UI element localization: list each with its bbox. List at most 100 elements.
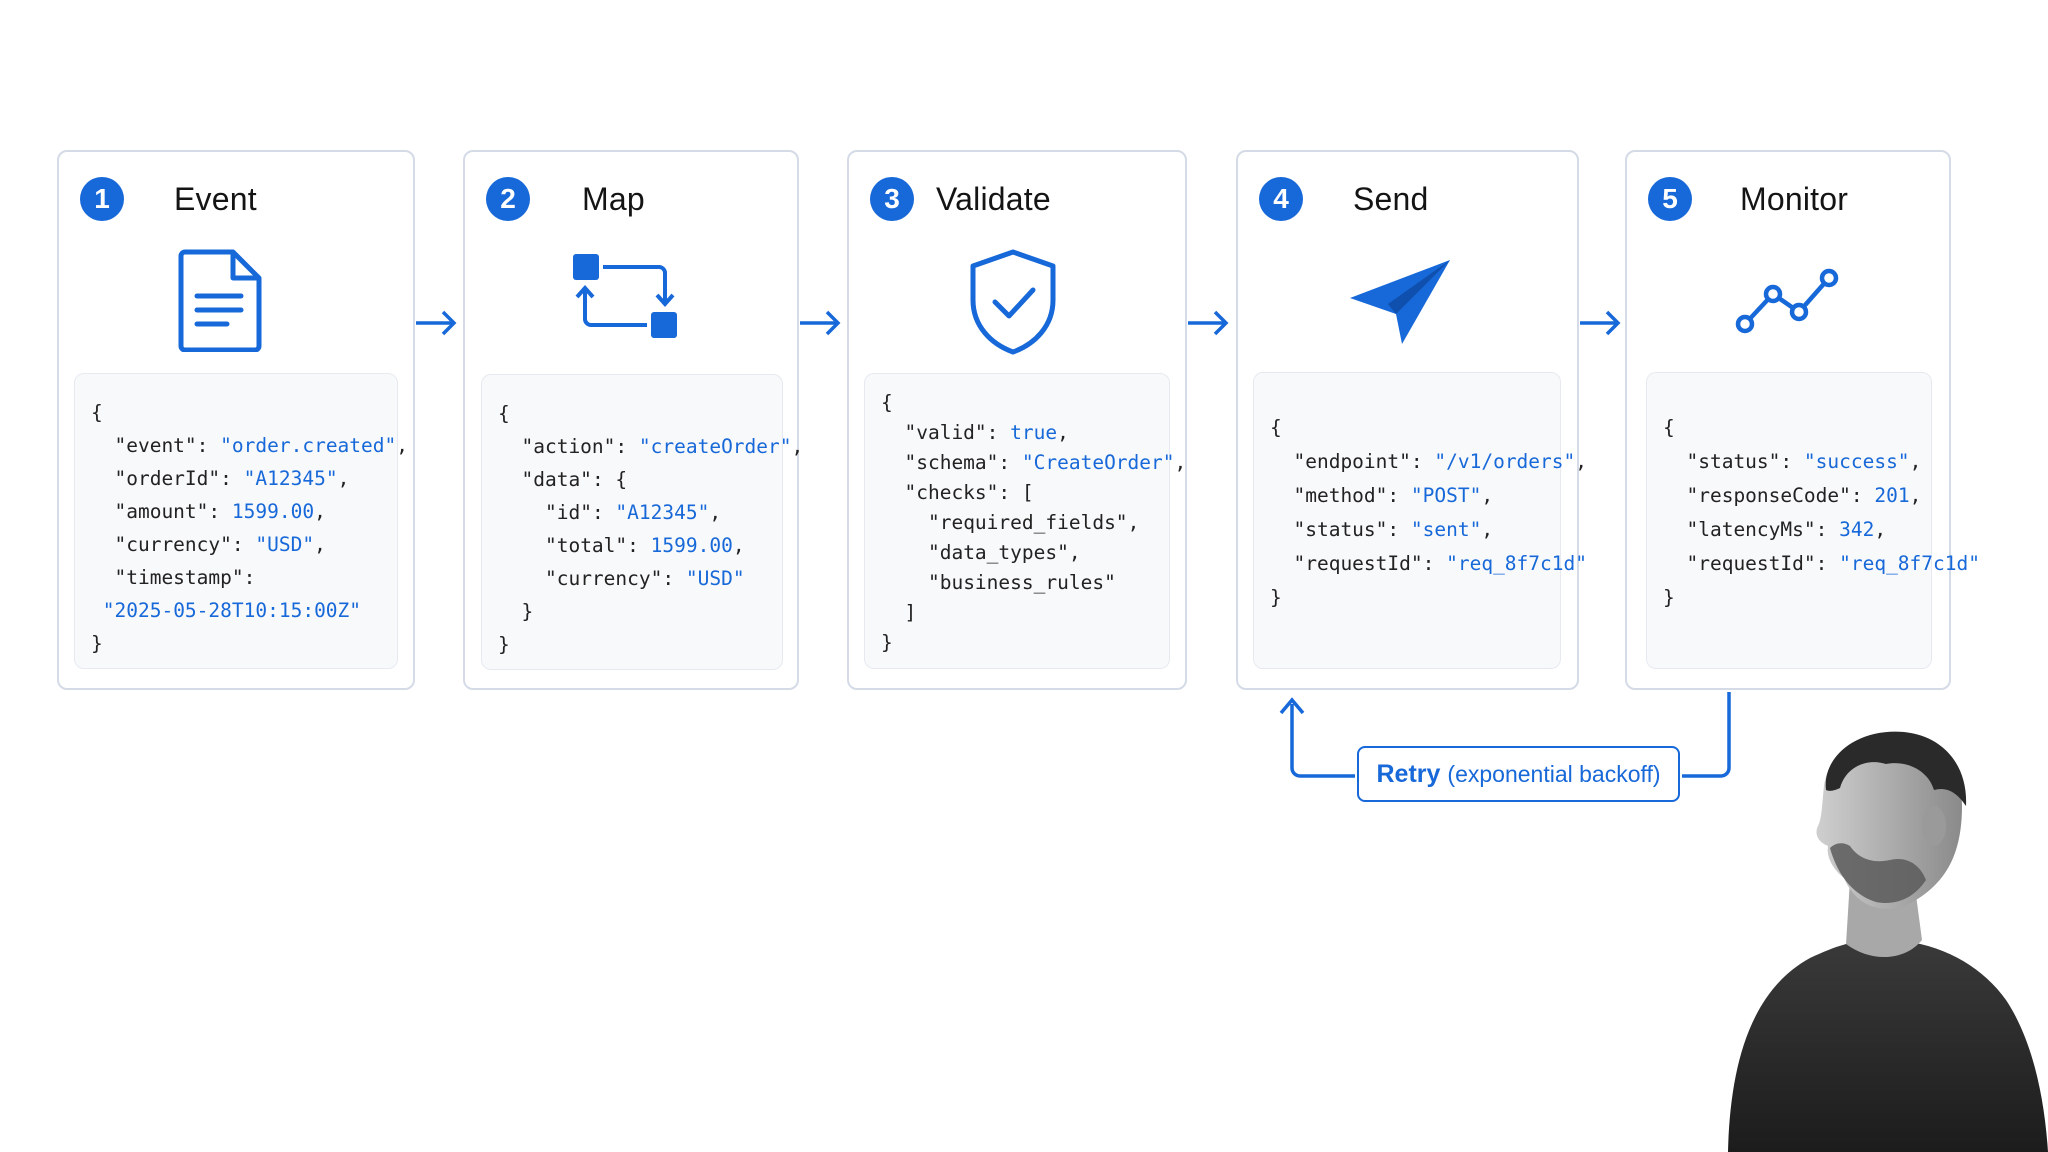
code-key: "business_rules" xyxy=(927,571,1116,594)
step-number-badge: 4 xyxy=(1259,177,1303,221)
code-line: "schema": "CreateOrder", xyxy=(881,448,1186,478)
code-line: "total": 1599.00, xyxy=(498,529,766,562)
paper-plane-icon xyxy=(1350,260,1450,344)
code-key: "orderId" xyxy=(114,467,221,490)
code-value: "POST" xyxy=(1410,484,1482,507)
document-icon xyxy=(178,249,262,352)
code-punct: : xyxy=(208,500,232,523)
code-line: "data_types", xyxy=(881,538,1153,568)
code-key: "timestamp" xyxy=(114,566,244,589)
code-punct: : xyxy=(1815,518,1840,541)
code-punct: { xyxy=(1270,416,1282,439)
code-punct: : xyxy=(243,566,256,589)
code-line: } xyxy=(498,595,766,628)
code-key: "method" xyxy=(1293,484,1388,507)
code-punct: : xyxy=(1422,552,1447,575)
retry-label-detail: (exponential backoff) xyxy=(1447,760,1661,787)
code-key: "checks" xyxy=(904,481,999,504)
code-value: "success" xyxy=(1803,450,1910,473)
code-punct: , xyxy=(314,533,326,556)
code-line: "business_rules" xyxy=(881,568,1153,598)
step-number-badge: 5 xyxy=(1648,177,1692,221)
code-punct: : xyxy=(1815,552,1840,575)
code-value: 1599.00 xyxy=(231,500,315,523)
person-portrait xyxy=(1728,731,2048,1152)
code-line: "responseCode": 201, xyxy=(1663,479,1921,513)
code-punct: , xyxy=(314,500,326,523)
code-key: "event" xyxy=(114,434,197,457)
code-key: "currency" xyxy=(544,567,663,590)
flow-arrow xyxy=(800,310,841,336)
code-punct: : xyxy=(1387,484,1411,507)
code-line: "status": "sent", xyxy=(1270,513,1544,547)
step-title: Monitor xyxy=(1740,180,1849,217)
code-line: "endpoint": "/v1/orders", xyxy=(1270,445,1587,479)
step-card-validate: 3 Validate { "valid": true, "schema": "C… xyxy=(847,150,1187,690)
code-line: "checks": [ xyxy=(881,478,1153,508)
code-line: ] xyxy=(881,598,1153,628)
code-line: "2025-05-28T10:15:00Z" xyxy=(91,594,381,627)
code-punct: : xyxy=(986,421,1011,444)
code-punct: { xyxy=(1663,416,1675,439)
code-value: "CreateOrder" xyxy=(1021,451,1175,474)
code-punct: : xyxy=(662,567,686,590)
flow-arrow xyxy=(416,310,457,336)
code-punct: : xyxy=(231,533,256,556)
code-line: "currency": "USD", xyxy=(91,528,381,561)
code-line: "action": "createOrder", xyxy=(498,430,803,463)
code-line: "amount": 1599.00, xyxy=(91,495,381,528)
code-value: "order.created" xyxy=(220,434,397,457)
code-punct: } xyxy=(498,633,510,656)
code-key: "action" xyxy=(521,435,616,458)
code-punct: , xyxy=(1909,450,1922,473)
code-key: "total" xyxy=(544,534,628,557)
code-line: "orderId": "A12345", xyxy=(91,462,381,495)
code-line: "data": { xyxy=(498,463,766,496)
code-line: "status": "success", xyxy=(1663,445,1921,479)
transform-arrows-icon xyxy=(573,254,677,338)
code-punct: , xyxy=(709,501,722,524)
code-value: "createOrder" xyxy=(638,435,792,458)
step-title: Map xyxy=(582,180,645,217)
code-punct: : xyxy=(627,534,651,557)
code-block: { "action": "createOrder", "data": { "id… xyxy=(481,374,803,670)
code-punct: { xyxy=(881,391,893,414)
retry-label: Retry (exponential backoff) xyxy=(1357,746,1680,802)
step-header: 3 Validate xyxy=(870,177,1051,221)
code-line: "required_fields", xyxy=(881,508,1153,538)
flow-arrow xyxy=(1580,310,1621,336)
code-punct: , xyxy=(337,467,350,490)
code-punct: : xyxy=(1850,484,1875,507)
code-block: { "event": "order.created", "orderId": "… xyxy=(74,373,408,669)
code-punct: } xyxy=(881,631,893,654)
code-key: "required_fields" xyxy=(927,511,1128,534)
code-punct: : xyxy=(591,501,616,524)
code-line: } xyxy=(91,627,381,660)
code-punct: , xyxy=(1057,421,1069,444)
code-line: "valid": true, xyxy=(881,418,1153,448)
code-punct: } xyxy=(1270,586,1282,609)
step-number-badge: 1 xyxy=(80,177,124,221)
step-number-badge: 2 xyxy=(486,177,530,221)
step-number-badge: 3 xyxy=(870,177,914,221)
code-value: 201 xyxy=(1874,484,1910,507)
code-punct: , xyxy=(1909,484,1922,507)
step-card-monitor: 5 Monitor { "status": "success", "respon… xyxy=(1625,150,1980,690)
code-value: "req_8f7c1d" xyxy=(1446,552,1587,575)
code-line: } xyxy=(881,628,1153,658)
code-value: 342 xyxy=(1839,518,1875,541)
code-punct: } xyxy=(498,600,534,623)
step-header: 5 Monitor xyxy=(1648,177,1848,221)
line-trend-icon xyxy=(1735,268,1839,334)
code-punct: { xyxy=(91,401,103,424)
code-key: "requestId" xyxy=(1293,552,1423,575)
code-line: "requestId": "req_8f7c1d" xyxy=(1663,547,1980,581)
code-punct: , xyxy=(1481,518,1494,541)
code-key: "latencyMs" xyxy=(1686,518,1816,541)
code-line: { xyxy=(1270,411,1544,445)
code-key: "status" xyxy=(1686,450,1781,473)
step-title: Event xyxy=(174,180,257,217)
code-key: "valid" xyxy=(904,421,987,444)
code-value: "req_8f7c1d" xyxy=(1839,552,1980,575)
